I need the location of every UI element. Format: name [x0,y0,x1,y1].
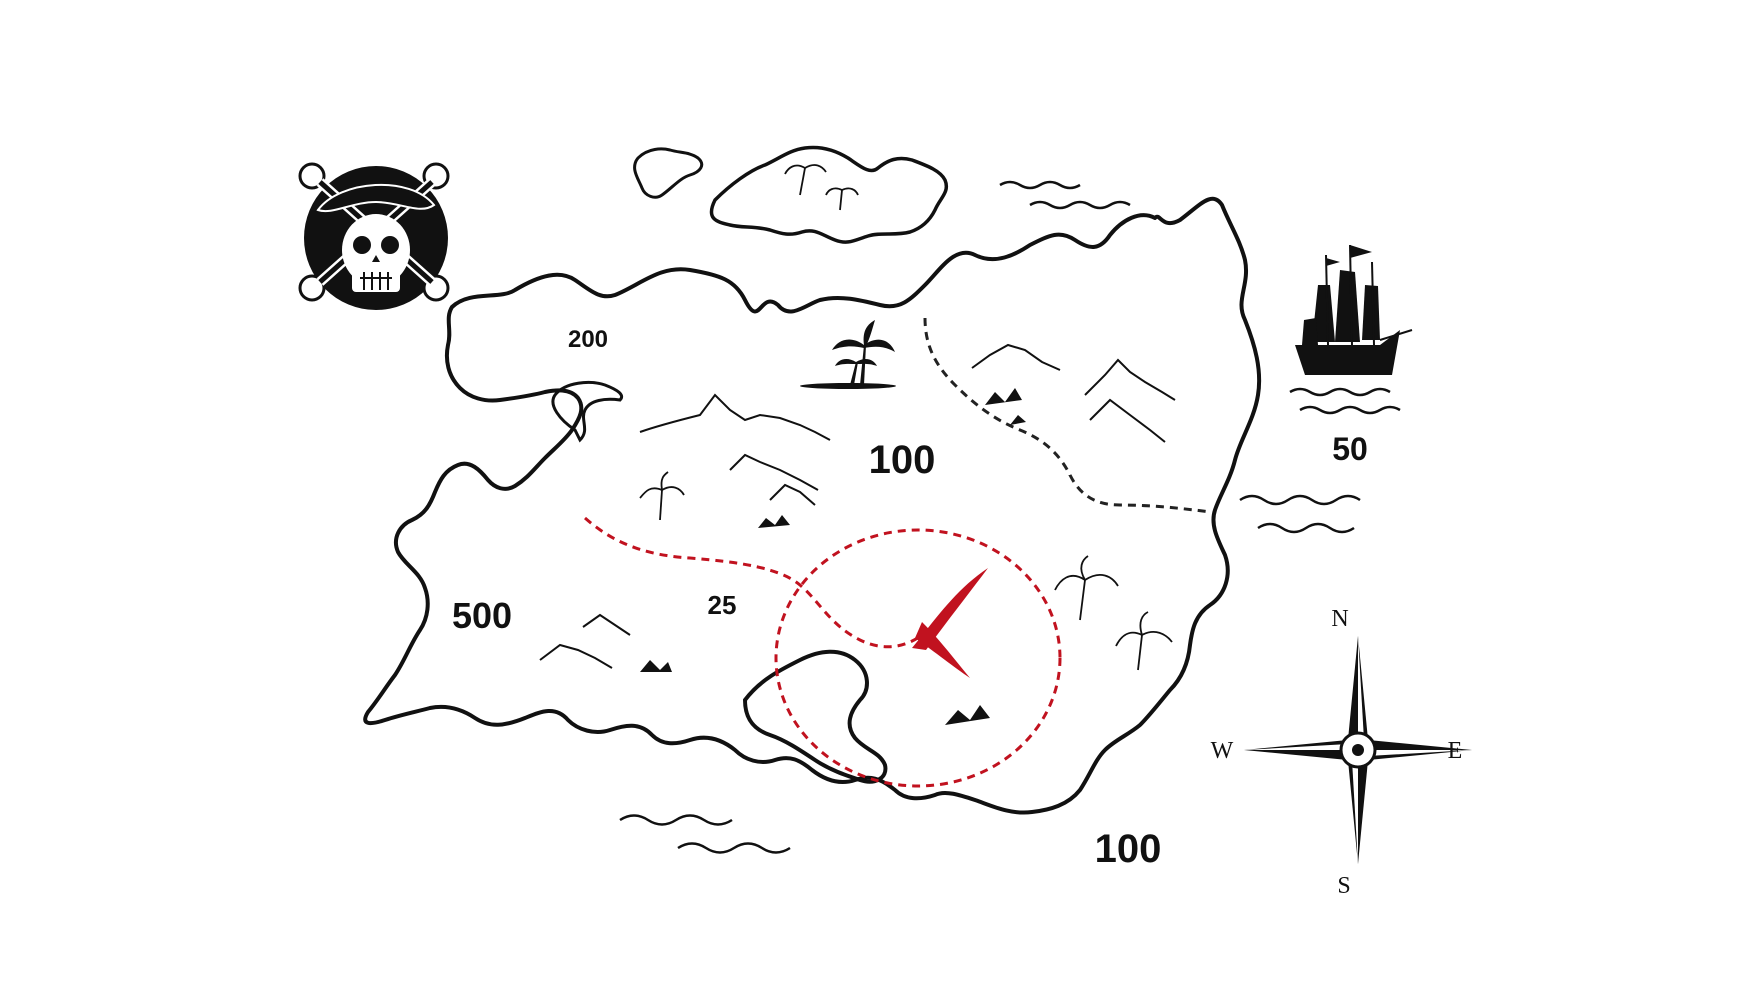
wave-icon [619,180,1401,854]
compass-west-label: W [1211,738,1234,764]
compass-east-label: E [1448,738,1463,764]
compass-rose-icon [1244,636,1472,864]
inlet-outline [551,381,624,443]
mountain-icon [539,343,1176,669]
label-nw-region: 200 [568,326,608,353]
label-east-sea: 50 [1332,431,1368,467]
treasure-circle [774,528,1062,788]
islet-outline [633,147,704,199]
compass-south-label: S [1337,873,1350,899]
label-south-region: 25 [708,590,737,620]
label-se-sea: 100 [1095,827,1162,871]
mountain-icon [640,388,1026,725]
north-island-outline [709,145,948,244]
south-bay-outline [742,649,888,784]
skull-crossbones-icon [298,162,450,310]
main-island-outline [363,196,1262,815]
label-center-region: 100 [869,438,936,482]
treasure-route [584,516,932,649]
treasure-x-icon [912,568,988,678]
compass-north-label: N [1331,606,1348,632]
territory-border [923,317,1211,514]
palm-tree-icon [639,164,1173,671]
pirate-ship-icon [1295,244,1413,375]
palm-tree-icon [800,320,896,389]
label-west-region: 500 [452,595,512,636]
